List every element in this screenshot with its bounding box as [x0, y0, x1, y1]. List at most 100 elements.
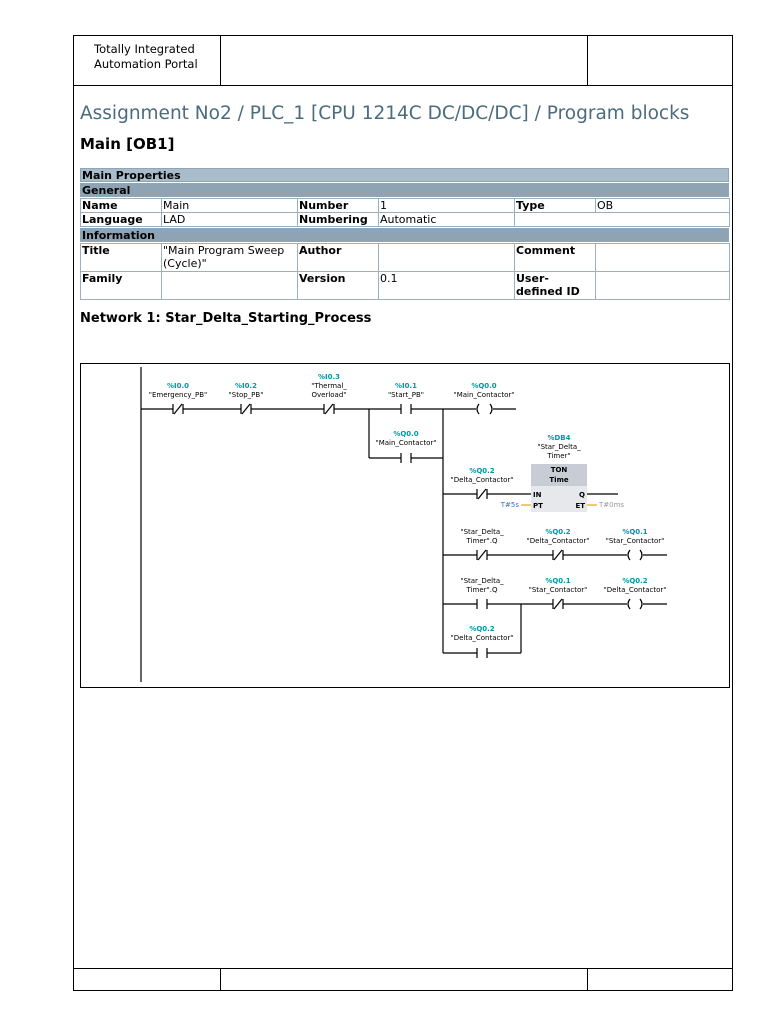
section-information: Information — [80, 228, 729, 242]
properties-table: Main Properties General Name Main Number… — [80, 168, 730, 300]
prop-key: Name — [80, 198, 162, 213]
timer-pin-et: ET — [575, 502, 585, 510]
timer-db-name: "Star_Delta_ — [537, 443, 581, 451]
tag-name: "Delta_Contactor" — [603, 586, 666, 594]
prop-key: Number — [297, 198, 379, 213]
prop-key: Numbering — [297, 212, 379, 227]
timer-pin-q: Q — [579, 491, 585, 499]
contact-delta-contactor-nc — [476, 488, 488, 500]
tag-address: %Q0.0 — [393, 430, 418, 438]
ton-timer-block — [531, 464, 587, 512]
block-title: Main [OB1] — [80, 135, 175, 153]
tag-name: "Stop_PB" — [229, 391, 264, 399]
coil-delta-contactor — [627, 598, 643, 610]
tag-name: "Start_PB" — [388, 391, 424, 399]
page-header: Totally Integrated Automation Portal — [74, 36, 732, 86]
contact-delta-contactor-nc-interlock — [552, 549, 564, 561]
prop-value: LAD — [161, 212, 298, 227]
prop-value — [378, 243, 515, 272]
product-name: Totally Integrated Automation Portal — [94, 42, 198, 71]
prop-value: Automatic — [378, 212, 515, 227]
prop-value — [595, 271, 730, 300]
tag-name: Overload" — [311, 391, 346, 399]
tag-address: %Q0.0 — [471, 382, 496, 390]
prop-empty — [514, 212, 730, 227]
contact-timer-q-nc — [476, 549, 488, 561]
tag-address: %I0.3 — [318, 373, 340, 381]
contact-star-contactor-nc-interlock — [552, 598, 564, 610]
general-row: Name Main Number 1 Type OB — [80, 198, 730, 213]
network-title: Network 1: Star_Delta_Starting_Process — [80, 311, 372, 326]
prop-value: OB — [595, 198, 730, 213]
prop-value: 0.1 — [378, 271, 515, 300]
tag-address: %I0.0 — [167, 382, 189, 390]
prop-key: Author — [297, 243, 379, 272]
timer-et-value: T#0ms — [598, 501, 624, 509]
page-title: Assignment No2 / PLC_1 [CPU 1214C DC/DC/… — [80, 103, 690, 124]
prop-key: Type — [514, 198, 596, 213]
tag-name: Timer".Q — [466, 537, 498, 545]
document-page: Totally Integrated Automation Portal — [73, 35, 733, 991]
tag-name: "Star_Contactor" — [606, 537, 665, 545]
prop-value: Main — [161, 198, 298, 213]
coil-star-contactor — [627, 549, 643, 561]
prop-key: Title — [80, 243, 162, 272]
prop-value — [595, 243, 730, 272]
tag-name: "Star_Contactor" — [529, 586, 588, 594]
information-table: Title "Main Program Sweep (Cycle)" Autho… — [80, 243, 730, 300]
contact-delta-contactor-latch — [476, 648, 488, 658]
tag-name: "Main_Contactor" — [375, 439, 436, 447]
timer-subtype: Time — [549, 476, 568, 484]
prop-value: "Main Program Sweep (Cycle)" — [161, 243, 298, 272]
contact-emergency-pb — [172, 403, 184, 415]
section-general: General — [80, 183, 729, 197]
tag-name: "Delta_Contactor" — [450, 476, 513, 484]
tag-name: "Delta_Contactor" — [526, 537, 589, 545]
header-product-cell: Totally Integrated Automation Portal — [74, 36, 221, 85]
tag-address: %Q0.2 — [545, 528, 570, 536]
ladder-diagram: %I0.0 "Emergency_PB" %I0.2 "Stop_PB" %I0… — [80, 363, 730, 688]
timer-pt-value: T#5s — [500, 501, 520, 509]
tag-address: %Q0.2 — [469, 467, 494, 475]
footer-left-cell — [74, 969, 221, 991]
prop-key: Comment — [514, 243, 596, 272]
tag-name: "Thermal_ — [311, 382, 347, 390]
prop-key: Family — [80, 271, 162, 300]
tag-address: %Q0.2 — [469, 625, 494, 633]
coil-main-contactor — [476, 403, 493, 415]
contact-main-contactor-latch — [400, 453, 412, 463]
tag-address: %Q0.1 — [622, 528, 647, 536]
tag-name: "Emergency_PB" — [149, 391, 207, 399]
section-main-properties: Main Properties — [80, 168, 729, 182]
contact-thermal-overload — [323, 403, 335, 415]
prop-key: User-defined ID — [514, 271, 596, 300]
prop-key: Version — [297, 271, 379, 300]
tag-address: %I0.2 — [235, 382, 257, 390]
footer-right-cell — [587, 969, 733, 991]
prop-value: 1 — [378, 198, 515, 213]
general-table: Name Main Number 1 Type OB Language LAD … — [80, 198, 730, 227]
tag-address: %Q0.1 — [545, 577, 570, 585]
tag-name: "Delta_Contactor" — [450, 634, 513, 642]
tag-name: "Main_Contactor" — [453, 391, 514, 399]
timer-pin-in: IN — [533, 491, 542, 499]
ladder-svg: %I0.0 "Emergency_PB" %I0.2 "Stop_PB" %I0… — [140, 367, 667, 682]
info-row: Title "Main Program Sweep (Cycle)" Autho… — [80, 243, 730, 272]
tag-name: "Star_Delta_ — [460, 577, 504, 585]
tag-address: %Q0.2 — [622, 577, 647, 585]
tag-address: %I0.1 — [395, 382, 417, 390]
timer-db-address: %DB4 — [547, 434, 570, 442]
header-right-cell — [587, 36, 733, 85]
timer-type: TON — [551, 466, 568, 474]
tag-name: Timer".Q — [466, 586, 498, 594]
page-footer — [74, 968, 732, 991]
contact-start-pb — [400, 404, 412, 414]
general-row: Language LAD Numbering Automatic — [80, 212, 730, 227]
contact-stop-pb — [240, 403, 252, 415]
contact-timer-q-no — [476, 599, 488, 609]
timer-db-name: Timer" — [546, 452, 570, 460]
prop-value — [161, 271, 298, 300]
tag-name: "Star_Delta_ — [460, 528, 504, 536]
timer-pin-pt: PT — [533, 502, 543, 510]
info-row: Family Version 0.1 User-defined ID — [80, 271, 730, 300]
